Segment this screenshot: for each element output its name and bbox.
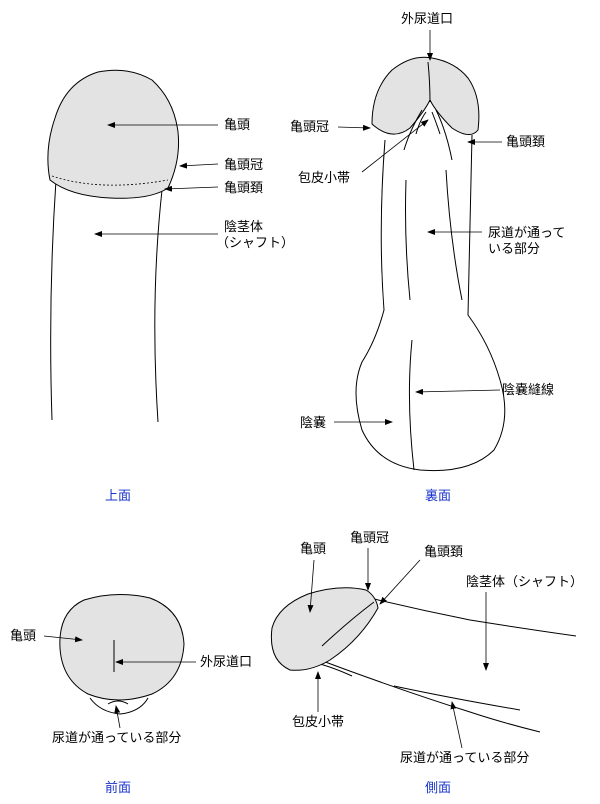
side-glans-label: 亀頭 (300, 542, 326, 557)
side-frenulum-label: 包皮小帯 (292, 715, 344, 730)
top-corona-label: 亀頭冠 (224, 158, 263, 173)
top-corona-leader (179, 162, 219, 169)
top-corona-dotted (51, 175, 169, 186)
side-corona-label: 亀頭冠 (350, 531, 389, 546)
back-meatus-label: 外尿道口 (401, 12, 453, 27)
front-glans-leader (43, 635, 83, 643)
back-urethra-left-line (405, 179, 411, 301)
back-view-caption: 裏面 (425, 489, 451, 504)
front-underside-shape (89, 697, 149, 715)
back-view: 外尿道口 亀頭冠 亀頭頚 包皮小帯 尿道が通って いる部分 陰嚢縫線 陰嚢 裏面 (290, 12, 565, 504)
back-neck-label: 亀頭頚 (506, 135, 545, 150)
side-urethra-label: 尿道が通っている部分 (400, 751, 529, 766)
side-urethra-line (393, 685, 521, 711)
back-raphe-leader (415, 388, 501, 395)
side-neck-leader (379, 559, 421, 605)
side-corona-line (321, 601, 375, 647)
side-glans-leader (307, 559, 315, 613)
front-view-caption: 前面 (105, 780, 131, 796)
side-shaft-label: 陰茎体（シャフト） (466, 575, 583, 590)
side-urethra-leader (450, 701, 463, 749)
back-frenulum-leader (361, 119, 429, 173)
top-view: 亀頭 亀頭冠 亀頭頚 陰茎体 （シャフト） 上面 (47, 69, 294, 504)
side-view: 亀頭 亀頭冠 亀頭頚 陰茎体（シャフト） 包皮小帯 尿道が通っている部分 側面 (270, 531, 583, 796)
back-glans-shape (371, 56, 480, 135)
back-urethra-right-line (445, 169, 463, 301)
front-urethra-label: 尿道が通っている部分 (52, 731, 181, 746)
back-frenulum-label: 包皮小帯 (298, 171, 350, 186)
back-scrotum-label: 陰嚢 (300, 415, 326, 431)
front-underside-fold (107, 700, 129, 705)
back-corona-leader (337, 124, 371, 131)
front-view: 亀頭 外尿道口 尿道が通っている部分 前面 (10, 593, 252, 796)
front-glans-label: 亀頭 (10, 629, 36, 644)
top-shaft-label: 陰茎体 (224, 220, 263, 235)
top-glans-label: 亀頭 (224, 118, 250, 133)
side-shaft-bottom-edge (319, 659, 541, 733)
side-shaft-top-edge (369, 597, 577, 637)
back-raphe-line (408, 339, 415, 471)
back-corona-label: 亀頭冠 (290, 120, 329, 135)
back-frenulum-lines (403, 109, 453, 161)
top-neck-leader (164, 185, 219, 192)
top-shaft-right-edge (154, 189, 163, 423)
front-meatus-label: 外尿道口 (200, 655, 252, 670)
top-neck-label: 亀頭頚 (224, 181, 263, 196)
back-raphe-label: 陰嚢縫線 (502, 382, 554, 398)
back-urethra-label: 尿道が通って (488, 226, 565, 241)
back-body-left-edge (355, 134, 506, 472)
top-view-caption: 上面 (105, 489, 131, 504)
side-neck-label: 亀頭頚 (424, 545, 463, 560)
top-shaft-label-paren: （シャフト） (216, 236, 294, 251)
side-glans-shape (270, 587, 379, 671)
side-view-caption: 側面 (425, 781, 451, 796)
back-urethra-label-2: いる部分 (488, 242, 540, 257)
top-glans-shape (47, 69, 179, 199)
front-urethra-leader (114, 705, 121, 729)
top-shaft-left-edge (50, 179, 57, 421)
front-glans-shape (59, 593, 185, 701)
back-meatus-line (427, 61, 431, 103)
